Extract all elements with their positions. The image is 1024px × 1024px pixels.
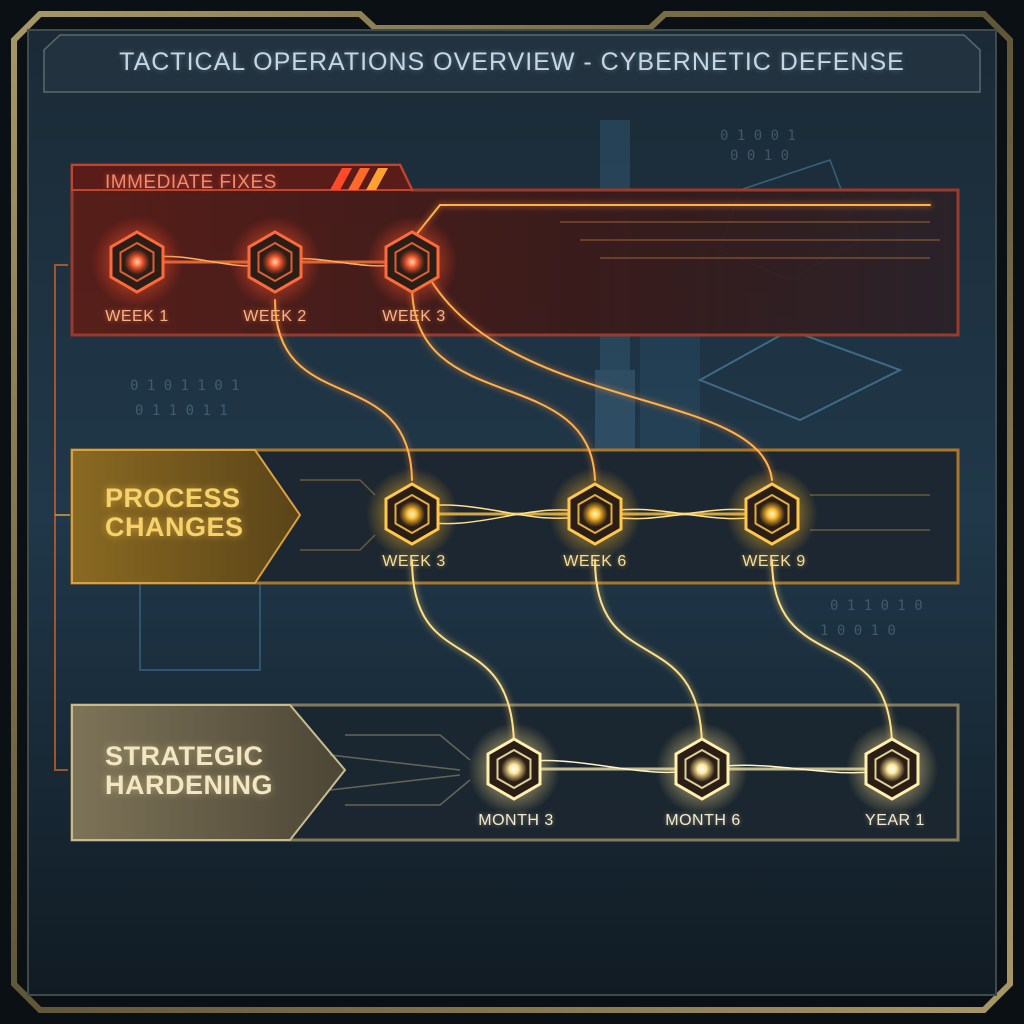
svg-text:0 1 0 0 1: 0 1 0 0 1 (720, 128, 796, 144)
hexagon-node-icon-process-week-9 (726, 468, 818, 560)
warning-stripes-icon (330, 168, 388, 190)
milestone-label-week-2: WEEK 2 (243, 308, 307, 325)
svg-text:0 1 0 1 1 0 1: 0 1 0 1 1 0 1 (130, 378, 240, 394)
page-title: TACTICAL OPERATIONS OVERVIEW - CYBERNETI… (119, 48, 905, 76)
svg-text:0 0 1 0: 0 0 1 0 (730, 148, 789, 164)
milestone-label-week-1: WEEK 1 (105, 308, 169, 325)
band-immediate-title: IMMEDIATE FIXES (105, 172, 277, 194)
milestone-label-process-week-3: WEEK 3 (382, 553, 446, 570)
hexagon-node-icon-immediate-week-3 (366, 216, 458, 308)
hexagon-node-icon-strategic-year-1 (846, 723, 938, 815)
title-plate (43, 34, 981, 93)
band-strategic-title-line-1: STRATEGIC (105, 741, 264, 771)
band-process-title-line-2: CHANGES (105, 512, 244, 542)
band-strategic-title: STRATEGIC HARDENING (105, 742, 273, 800)
milestone-label-week-6: WEEK 6 (563, 553, 627, 570)
svg-text:0 1 1 0 1 0: 0 1 1 0 1 0 (830, 598, 923, 614)
milestone-label-month-6: MONTH 6 (665, 812, 741, 829)
hexagon-node-icon-process-week-6 (549, 468, 641, 560)
hexagon-node-icon-strategic-month-3 (468, 723, 560, 815)
band-immediate-title-line: IMMEDIATE FIXES (105, 172, 277, 193)
milestone-label-week-9: WEEK 9 (742, 553, 806, 570)
svg-text:1 0 0 1 0: 1 0 0 1 0 (820, 623, 896, 639)
milestone-label-year-1: YEAR 1 (865, 812, 925, 829)
hexagon-node-icon-immediate-week-2 (229, 216, 321, 308)
band-strategic-title-line-2: HARDENING (105, 770, 274, 800)
outer-frame (11, 11, 1013, 1013)
hexagon-node-icon-process-week-3 (366, 468, 458, 560)
milestone-label-month-3: MONTH 3 (478, 812, 554, 829)
band-process-title: PROCESS CHANGES (105, 484, 244, 542)
band-process-title-line-1: PROCESS (105, 483, 241, 513)
hexagon-node-icon-immediate-week-1 (91, 216, 183, 308)
hexagon-node-icon-strategic-month-6 (656, 723, 748, 815)
milestone-label-week-3: WEEK 3 (382, 308, 446, 325)
svg-text:0 1 1 0 1 1: 0 1 1 0 1 1 (135, 403, 228, 419)
